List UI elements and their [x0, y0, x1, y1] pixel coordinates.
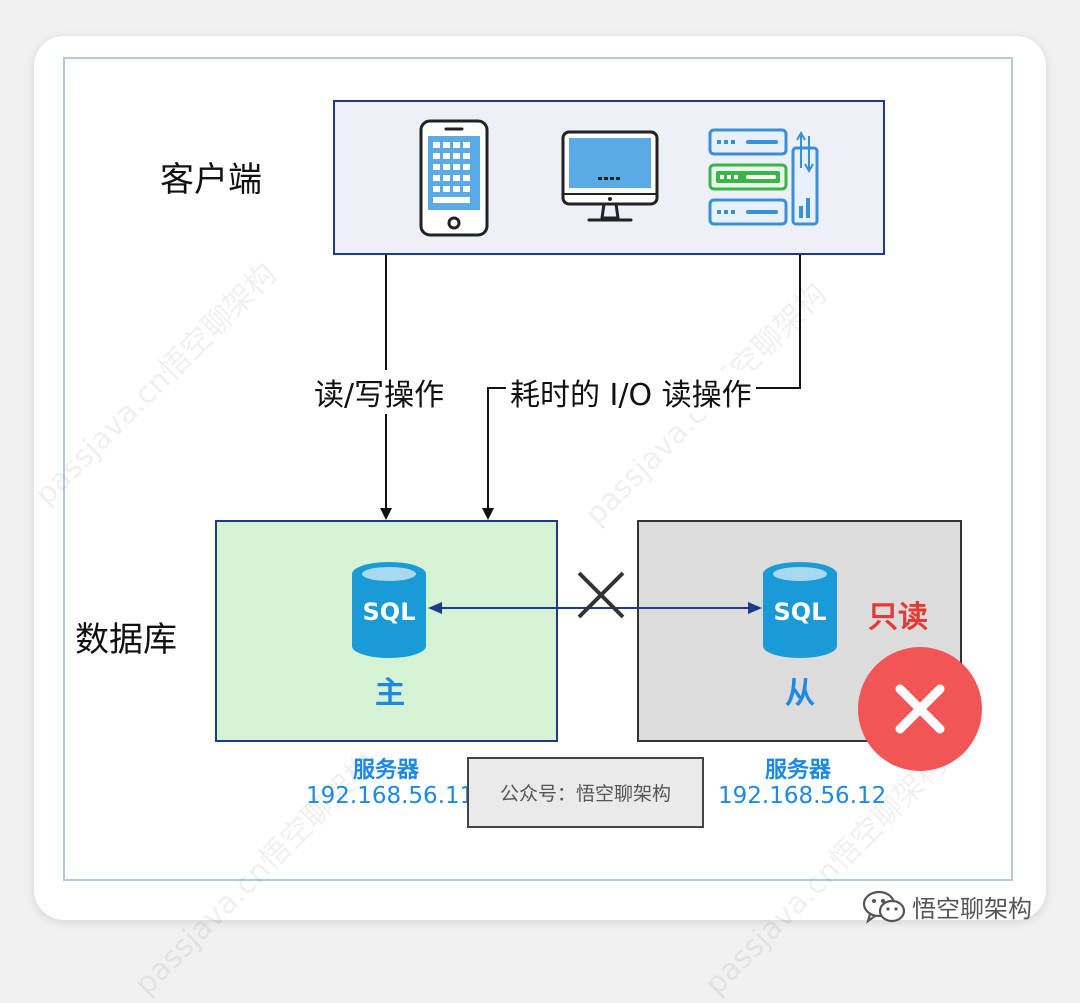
error-cross-icon	[858, 647, 982, 771]
slave-server-label: 服务器	[764, 758, 831, 783]
diagram-frame	[63, 57, 1013, 881]
readonly-label: 只读	[868, 600, 928, 635]
master-ip-label: 192.168.56.11	[306, 783, 475, 809]
watermark-text: 公众号：悟空聊架构	[499, 783, 671, 805]
desktop-monitor-icon	[561, 130, 659, 222]
read-write-label: 读/写操作	[310, 370, 449, 414]
master-server-label: 服务器	[352, 758, 419, 783]
replication-broken-x-icon	[577, 571, 625, 619]
database-section-label: 数据库	[75, 620, 177, 660]
client-section-label: 客户端	[160, 160, 262, 200]
io-read-label: 耗时的 I/O 读操作	[506, 370, 756, 414]
master-database-icon: SQL	[350, 560, 428, 660]
watermark-box: 公众号：悟空聊架构	[467, 757, 704, 828]
footer-watermark-text: 悟空聊架构	[912, 895, 1032, 923]
slave-role-label: 从	[785, 676, 815, 711]
master-sql-label: SQL	[362, 598, 416, 626]
footer-watermark: 悟空聊架构	[862, 889, 1032, 924]
slave-ip-label: 192.168.56.12	[718, 783, 887, 809]
mobile-phone-icon	[419, 119, 489, 237]
master-role-label: 主	[375, 676, 405, 711]
slave-database-icon: SQL	[761, 560, 839, 660]
wechat-icon	[862, 890, 906, 924]
slave-sql-label: SQL	[773, 598, 827, 626]
server-rack-icon	[708, 128, 819, 226]
